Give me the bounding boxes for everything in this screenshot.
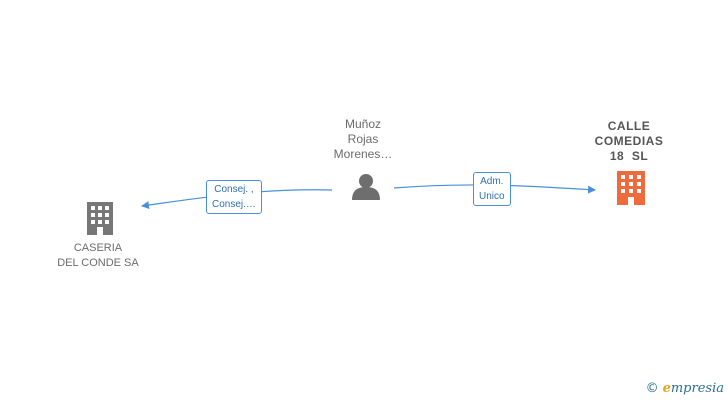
focus-company-label[interactable]: CALLE COMEDIAS 18 SL: [584, 119, 674, 164]
building-icon[interactable]: [87, 202, 113, 235]
person-icon[interactable]: [352, 174, 380, 200]
edge-label-administrador[interactable]: Adm. Unico: [473, 172, 511, 206]
focus-building-icon[interactable]: [617, 171, 645, 205]
brand-name: mpresia: [670, 381, 724, 396]
person-node-label[interactable]: Muñoz Rojas Morenes…: [322, 117, 404, 162]
person-label-line-1: Muñoz: [344, 117, 382, 131]
focus-label-line-3: 18 SL: [609, 149, 649, 163]
focus-label-line-2: COMEDIAS: [594, 134, 664, 148]
focus-label-line-1: CALLE: [607, 119, 651, 133]
copyright-symbol: ©: [645, 381, 659, 396]
brand-logo: ©empresia: [646, 381, 724, 396]
other-label-line-1: CASERIA: [73, 242, 123, 254]
edge-label-adm-line-2: Unico: [479, 191, 505, 202]
edge-label-consejero-line-1: Consej. ,: [214, 184, 254, 195]
other-company-label[interactable]: CASERIA DEL CONDE SA: [48, 241, 148, 271]
edge-label-consejero-line-2: Consej.…: [212, 199, 256, 210]
edge-label-adm-line-1: Adm.: [480, 176, 504, 187]
brand-initial: e: [662, 381, 671, 396]
person-label-line-3: Morenes…: [333, 147, 393, 161]
other-label-line-2: DEL CONDE SA: [57, 257, 139, 269]
edge-label-consejero[interactable]: Consej. , Consej.…: [206, 180, 262, 214]
person-label-line-2: Rojas: [347, 132, 379, 146]
